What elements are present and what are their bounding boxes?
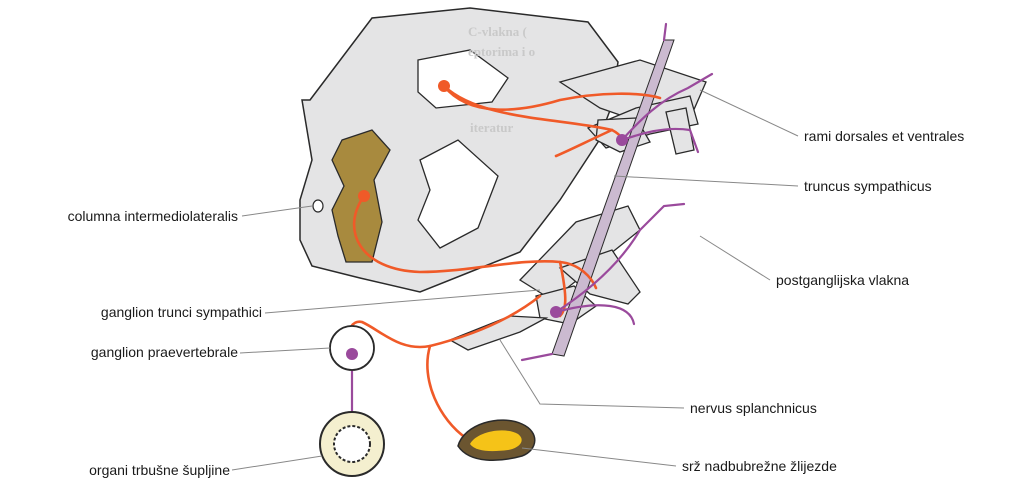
leader-ganglion-prae [240,348,330,353]
label-ganglion-prae: ganglion praevertebrale [91,344,238,360]
leader-organi [232,456,322,470]
leader-ganglion-trunci [265,290,540,313]
label-rami: rami dorsales et ventrales [804,128,964,144]
dorsal-cell-body [438,80,450,92]
central-canal [313,200,323,212]
leader-srz [522,448,676,466]
label-organi: organi trbušne šupljine [89,462,230,478]
label-columna: columna intermediolateralis [68,208,238,224]
ganglion-praevertebrale-cell [346,348,358,360]
bleed-text-2: eptorima i o [468,44,535,60]
label-postgang: postganglijska vlakna [776,272,909,288]
post-fiber-trunk-bottom [522,354,552,360]
label-truncus: truncus sympathicus [804,178,932,194]
pre-fiber-adrenal [427,346,466,438]
label-srz: srž nadbubrežne žlijezde [682,458,837,474]
bleed-text-1: C-vlakna ( [468,24,527,40]
column-cell-body [358,190,370,202]
leader-postgang [700,236,770,280]
label-ganglion-trunci: ganglion trunci sympathici [101,304,262,320]
label-splanchnicus: nervus splanchnicus [690,400,817,416]
abdominal-organ-lumen [334,426,370,462]
leader-truncus [614,176,798,186]
leader-splanchnicus [500,340,684,408]
bleed-text-3: iteratur [470,120,513,136]
post-fiber-upper-trunk [664,24,666,40]
leader-rami [700,90,798,136]
